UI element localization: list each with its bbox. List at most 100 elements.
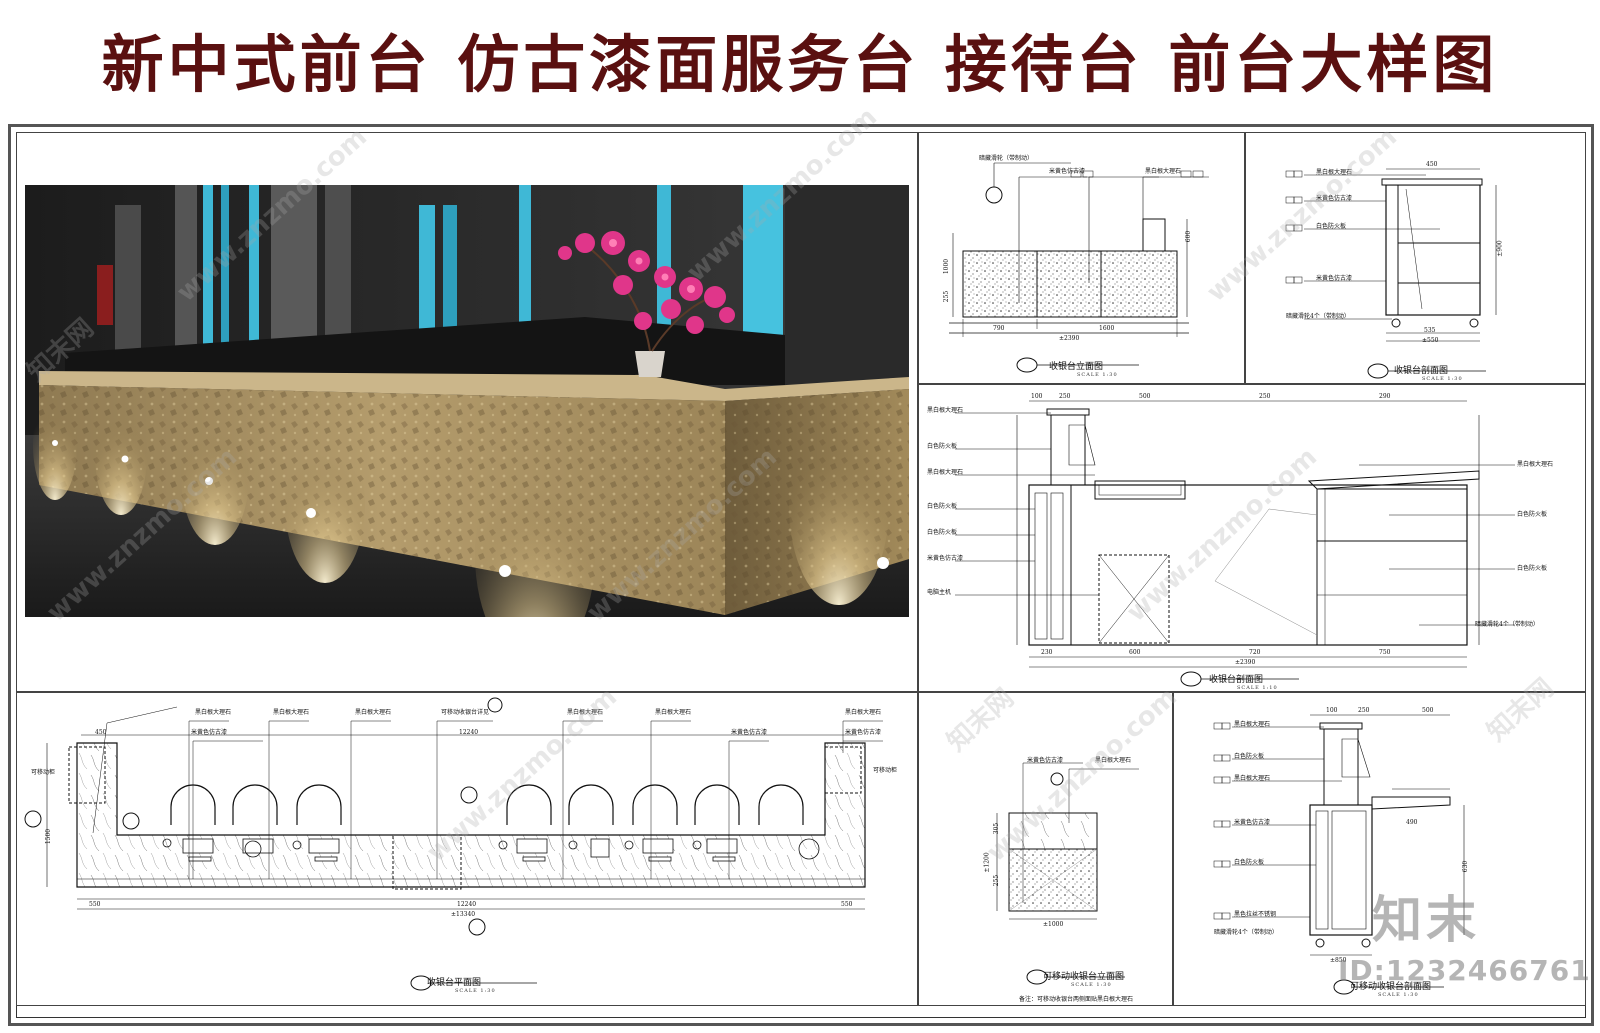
section-large-dim-bottom-0: 230: [1041, 649, 1053, 656]
section-large-left-label-3: 白色防火板: [927, 503, 958, 510]
elevation-dim-3: 1000: [943, 258, 951, 275]
section-small-label-4: 暗藏滑轮4个（带制动）: [1286, 313, 1350, 320]
section-large-dim-top-0: 100: [1031, 393, 1043, 400]
plan-label-1: 米黄色仿古漆: [191, 729, 228, 736]
section-large-caption-scale: SCALE 1:10: [1237, 685, 1278, 691]
section-small-dim-3: ±900: [1496, 240, 1504, 257]
section-large-right-label-2: 白色防火板: [1517, 565, 1548, 572]
plan-label-8: 黑白根大理石: [845, 709, 882, 716]
plan-dim-3: 550: [841, 901, 853, 908]
plan-label-7: 米黄色仿古漆: [731, 729, 768, 736]
plan-caption-text: 收银台平面图: [427, 978, 482, 988]
section-large-right-label-3: 暗藏滑轮4个（带制动）: [1475, 621, 1539, 628]
mobile-section-panel: 黑白根大理石 白色防火板 黑白根大理石 米黄色仿古漆 白色防火板 黑色拉丝不锈钢…: [1173, 692, 1586, 1006]
plan-dim-1: 550: [89, 901, 101, 908]
section-large-dim-top-4: 290: [1379, 393, 1391, 400]
section-small-panel: 黑白根大理石 米黄色仿古漆 白色防火板 米黄色仿古漆 暗藏滑轮4个（带制动） 4…: [1245, 132, 1586, 384]
mobile-section-caption: 可移动收银台剖面图 SCALE 1:30: [1350, 979, 1431, 998]
plan-label-3: 黑白根大理石: [355, 709, 392, 716]
mobile-elevation-dim-0: ±1000: [1043, 921, 1064, 928]
mobile-section-label-6: 暗藏滑轮4个（带制动）: [1214, 929, 1278, 936]
plan-panel: 黑白根大理石 米黄色仿古漆 黑白根大理石 黑白根大理石 可移动收银台详见 黑白根…: [16, 692, 918, 1006]
rendering-image: [25, 185, 909, 617]
section-large-dim-top-2: 500: [1139, 393, 1151, 400]
elevation-caption-scale: SCALE 1:30: [1077, 372, 1118, 378]
section-large-left-label-0: 黑白根大理石: [927, 407, 964, 414]
section-large-right-label-0: 黑白根大理石: [1517, 461, 1554, 468]
plan-caption-scale: SCALE 1:30: [455, 988, 496, 994]
section-large-dim-top-3: 250: [1259, 393, 1271, 400]
plan-drawing: [24, 697, 883, 991]
elevation-dim-5: 600: [1185, 230, 1193, 243]
elevation-dim-1: 1600: [1099, 325, 1115, 332]
section-large-dim-top-1: 250: [1059, 393, 1071, 400]
plan-caption: 收银台平面图 SCALE 1:30: [427, 975, 496, 994]
mobile-elevation-drawing: [996, 762, 1139, 985]
plan-dim-5: 1500: [45, 828, 53, 845]
mobile-elevation-caption-scale: SCALE 1:30: [1071, 982, 1112, 988]
plan-label-5: 黑白根大理石: [567, 709, 604, 716]
plan-label-2: 黑白根大理石: [273, 709, 310, 716]
section-large-drawing: [955, 400, 1515, 687]
plan-label-9: 米黄色仿古漆: [845, 729, 882, 736]
plan-label-10: 可移动柜: [31, 769, 56, 776]
section-small-dim-2: ±550: [1422, 337, 1439, 344]
section-small-label-0: 黑白根大理石: [1316, 169, 1353, 176]
section-large-caption: 收银台剖面图 SCALE 1:10: [1209, 672, 1278, 691]
section-small-label-3: 米黄色仿古漆: [1316, 275, 1353, 282]
section-large-caption-text: 收银台剖面图: [1209, 675, 1264, 685]
section-small-label-2: 白色防火板: [1316, 223, 1347, 230]
mobile-section-dim-3: 490: [1406, 819, 1418, 826]
section-small-caption-scale: SCALE 1:30: [1422, 376, 1463, 382]
section-large-dim-bottom-1: 600: [1129, 649, 1141, 656]
mobile-elevation-note: 备注：可移动收银台两侧面贴黑白根大理石: [1019, 996, 1134, 1003]
section-large-left-label-5: 米黄色仿古漆: [927, 555, 964, 562]
elevation-label-1: 米黄色仿古漆: [1049, 168, 1086, 175]
mobile-section-caption-text: 可移动收银台剖面图: [1350, 982, 1432, 992]
mobile-elevation-caption-text: 可移动收银台立面图: [1043, 972, 1125, 982]
image-id: ID:1232466761: [1338, 954, 1591, 987]
render-panel: [16, 132, 918, 692]
drawing-sheet: 暗藏滑轮（带制动） 米黄色仿古漆 黑白根大理石 790 1600 ±2390 1…: [8, 124, 1594, 1026]
section-small-label-1: 米黄色仿古漆: [1316, 195, 1353, 202]
mobile-elevation-caption: 可移动收银台立面图 SCALE 1:30: [1043, 969, 1124, 988]
mobile-section-label-4: 白色防火板: [1234, 859, 1265, 866]
elevation-label-2: 黑白根大理石: [1145, 168, 1182, 175]
mobile-section-label-3: 米黄色仿古漆: [1234, 819, 1271, 826]
plan-dim-4: ±13340: [451, 911, 476, 918]
plan-dim-6: 12240: [459, 729, 479, 736]
mobile-section-dim-2: 500: [1422, 707, 1434, 714]
mobile-section-label-1: 白色防火板: [1234, 753, 1265, 760]
plan-label-6: 黑白根大理石: [655, 709, 692, 716]
mobile-elevation-dim-3: 255: [993, 874, 1001, 887]
section-large-left-label-2: 黑白根大理石: [927, 469, 964, 476]
plan-label-11: 可移动柜: [873, 767, 898, 774]
section-large-left-label-4: 白色防火板: [927, 529, 958, 536]
mobile-elevation-label-0: 米黄色仿古漆: [1027, 757, 1064, 764]
mobile-section-dim-5: 630: [1462, 860, 1470, 873]
plan-dim-0: 450: [95, 729, 107, 736]
section-large-right-label-1: 白色防火板: [1517, 511, 1548, 518]
elevation-dim-0: 790: [993, 325, 1005, 332]
mobile-section-dim-1: 250: [1358, 707, 1370, 714]
elevation-panel: 暗藏滑轮（带制动） 米黄色仿古漆 黑白根大理石 790 1600 ±2390 1…: [918, 132, 1245, 384]
section-large-dim-bottom-3: 750: [1379, 649, 1391, 656]
elevation-label-0: 暗藏滑轮（带制动）: [979, 155, 1034, 162]
section-small-dim-0: 450: [1426, 161, 1438, 168]
plan-label-4: 可移动收银台详见: [441, 709, 490, 716]
page-title: 新中式前台 仿古漆面服务台 接待台 前台大样图: [101, 28, 1499, 101]
mobile-section-label-5: 黑色拉丝不锈钢: [1234, 911, 1277, 918]
section-large-left-label-1: 白色防火板: [927, 443, 958, 450]
mobile-section-drawing: [1213, 714, 1465, 995]
mobile-section-label-2: 黑白根大理石: [1234, 775, 1271, 782]
mobile-elevation-label-1: 黑白根大理石: [1095, 757, 1132, 764]
mobile-section-label-0: 黑白根大理石: [1234, 721, 1271, 728]
section-small-dim-1: 535: [1424, 327, 1436, 334]
mobile-elevation-dim-1: ±1200: [983, 852, 991, 873]
section-large-dim-bottom-4: ±2390: [1235, 659, 1256, 666]
mobile-section-dim-4: ±850: [1330, 957, 1347, 964]
section-small-caption-text: 收银台剖面图: [1394, 366, 1449, 376]
plan-dim-2: 12240: [457, 901, 477, 908]
mobile-section-dim-0: 100: [1326, 707, 1338, 714]
elevation-caption-text: 收银台立面图: [1049, 362, 1104, 372]
